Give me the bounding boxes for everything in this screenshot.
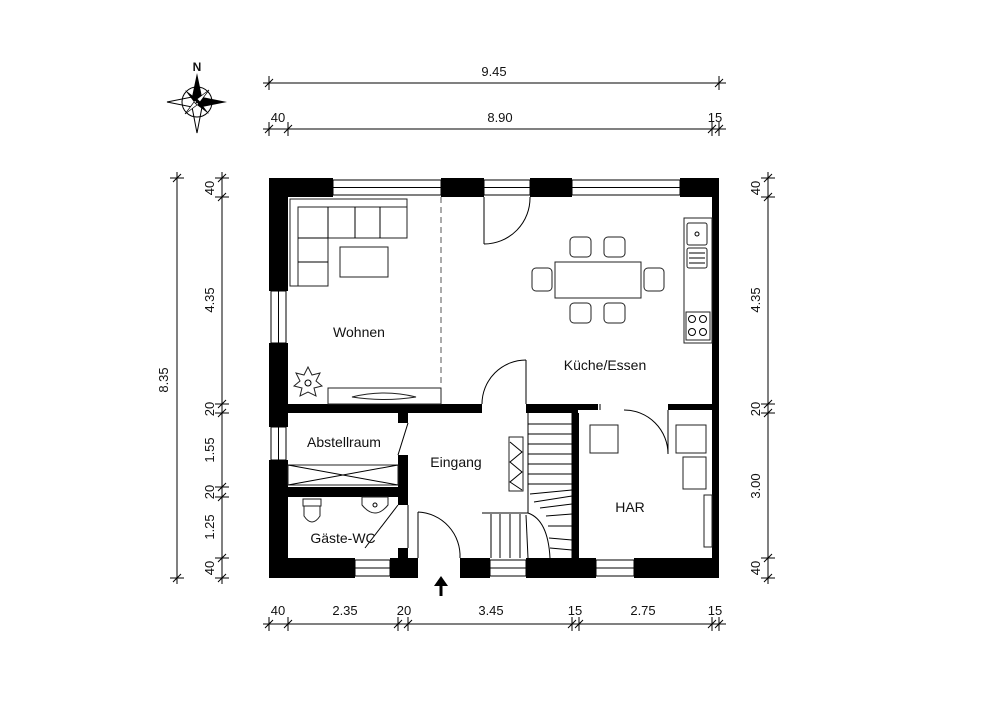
dim-right-seg-1: 40 — [748, 181, 763, 195]
sofa — [289, 198, 408, 287]
room-label-gaeste-wc: Gäste-WC — [310, 530, 375, 546]
left-dimension-lines — [170, 172, 229, 584]
wardrobe-rack — [508, 436, 524, 492]
dim-top-seg-3: 15 — [708, 110, 722, 125]
dim-bottom-seg-3: 20 — [397, 603, 411, 618]
dim-left-total: 8.35 — [156, 367, 171, 392]
room-label-kueche-essen: Küche/Essen — [564, 357, 647, 373]
dim-bottom-seg-5: 15 — [568, 603, 582, 618]
room-label-wohnen: Wohnen — [333, 324, 385, 340]
dim-left-seg-1: 40 — [202, 181, 217, 195]
exterior-walls — [269, 178, 719, 578]
bottom-dimension-line — [263, 617, 726, 631]
dim-right-seg-5: 40 — [748, 561, 763, 575]
dim-top-seg-1: 40 — [271, 110, 285, 125]
sink-icon — [361, 496, 389, 514]
right-dimension-line — [761, 172, 775, 584]
compass-north-label: N — [193, 60, 202, 74]
dining-table-with-chairs — [531, 236, 665, 324]
dim-right-seg-3: 20 — [748, 402, 763, 416]
room-label-abstellraum: Abstellraum — [307, 434, 381, 450]
windows — [270, 179, 681, 577]
dim-left-seg-4: 1.55 — [202, 437, 217, 462]
doors — [364, 196, 669, 559]
dim-left-seg-7: 40 — [202, 561, 217, 575]
dim-bottom-seg-4: 3.45 — [478, 603, 503, 618]
interior-walls — [288, 404, 712, 558]
plant-icon — [292, 365, 324, 397]
top-dimension-lines — [263, 76, 726, 136]
toilet-icon — [302, 498, 322, 523]
storage-shelf — [287, 464, 399, 486]
coffee-table — [339, 246, 389, 278]
dim-left-seg-3: 20 — [202, 402, 217, 416]
stove-icon — [685, 311, 711, 341]
dim-bottom-seg-6: 2.75 — [630, 603, 655, 618]
dim-left-seg-5: 20 — [202, 485, 217, 499]
dim-right-seg-2: 4.35 — [748, 287, 763, 312]
dim-top-total: 9.45 — [481, 64, 506, 79]
staircase — [482, 413, 573, 559]
room-label-eingang: Eingang — [430, 454, 481, 470]
dim-left-seg-2: 4.35 — [202, 287, 217, 312]
dim-left-seg-6: 1.25 — [202, 514, 217, 539]
dim-bottom-seg-2: 2.35 — [332, 603, 357, 618]
har-appliances — [589, 424, 713, 548]
dim-bottom-seg-1: 40 — [271, 603, 285, 618]
room-label-har: HAR — [615, 499, 645, 515]
dim-top-seg-2: 8.90 — [487, 110, 512, 125]
compass-rose-icon — [166, 73, 227, 134]
dim-bottom-seg-7: 15 — [708, 603, 722, 618]
tv-sideboard — [327, 387, 442, 405]
entrance-arrow-icon — [434, 576, 448, 596]
dim-right-seg-4: 3.00 — [748, 473, 763, 498]
